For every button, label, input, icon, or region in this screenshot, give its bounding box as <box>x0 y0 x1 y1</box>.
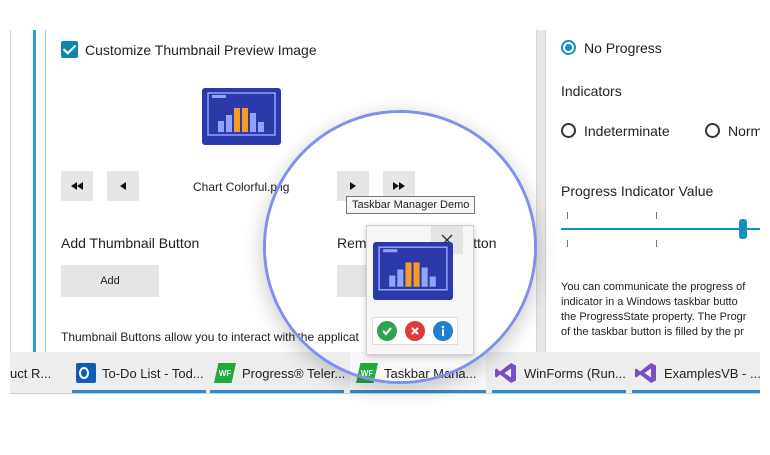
slider-track <box>561 228 760 230</box>
slider-thumb[interactable] <box>739 219 747 239</box>
thumbnail-preview-image <box>373 242 453 300</box>
taskbar-item-label: Taskbar Mana... <box>384 365 477 381</box>
rewind-icon <box>71 182 77 190</box>
cancel-button[interactable] <box>405 321 425 341</box>
description-line: You can communicate the progress of <box>561 281 746 293</box>
taskbar-item-examplesvb[interactable]: ExamplesVB - ... <box>632 352 760 393</box>
taskbar-item-underline <box>492 390 626 393</box>
left-rail <box>33 30 36 352</box>
taskbar-item-underline <box>210 390 344 393</box>
magnifier-lens: Chart Colorful.png Rem Button Thumbnail … <box>263 110 537 384</box>
description-line: the ProgressState property. The Progr <box>561 311 747 323</box>
taskbar-item-underline <box>632 390 760 393</box>
thumbnail-toolbar <box>372 317 458 345</box>
add-thumbnail-button-title: Add Thumbnail Button <box>61 235 200 251</box>
rewind-icon-part <box>77 182 83 190</box>
description-line: of the taskbar button is filled by the p… <box>561 326 744 338</box>
indeterminate-radio[interactable] <box>561 123 576 138</box>
panel-splitter[interactable] <box>536 30 546 352</box>
slider-tick <box>567 240 568 247</box>
taskbar-thumbnail-popup <box>366 225 474 355</box>
indeterminate-label: Indeterminate <box>584 123 670 139</box>
slider-tick <box>656 240 657 247</box>
check-icon <box>382 327 392 336</box>
remove-thumbnail-button-title: Rem <box>337 235 367 251</box>
customize-checkbox[interactable] <box>61 41 78 58</box>
no-progress-label: No Progress <box>584 40 662 56</box>
taskbar-item-underline <box>72 390 206 393</box>
taskbar-item-label: uct R... <box>10 365 52 381</box>
taskbar-item-label: ExamplesVB - ... <box>664 365 760 381</box>
taskbar-item-label: To-Do List - Tod... <box>102 365 204 381</box>
first-button[interactable] <box>61 171 93 201</box>
taskbar-item-label: WinForms (Run... <box>524 365 626 381</box>
info-button[interactable] <box>433 321 453 341</box>
cross-icon <box>411 327 419 335</box>
taskbar-item-product[interactable]: uct R... <box>10 352 66 393</box>
add-button[interactable]: Add <box>61 265 159 297</box>
progress-description: You can communicate the progress of indi… <box>561 280 746 340</box>
progress-value-title: Progress Indicator Value <box>561 183 714 199</box>
outlook-icon <box>76 363 96 383</box>
file-name: Chart Colorful.png <box>263 180 290 194</box>
fast-forward-icon-part <box>399 182 405 190</box>
progress-slider[interactable] <box>561 210 760 250</box>
thumbnail-buttons-description: Thumbnail Buttons allow you to interact … <box>266 330 359 344</box>
taskbar-item-progress-telerik[interactable]: WF Progress® Teler... <box>266 352 346 381</box>
taskbar-item-taskbar-manager[interactable]: WF Taskbar Mana... <box>350 352 486 381</box>
fast-forward-icon <box>393 182 399 190</box>
previous-button[interactable] <box>107 171 139 201</box>
winforms-icon: WF <box>214 363 236 383</box>
chart-image <box>378 246 448 291</box>
slider-tick <box>656 212 657 219</box>
slider-tick <box>567 212 568 219</box>
taskbar-item-todo[interactable]: To-Do List - Tod... <box>72 352 206 393</box>
next-icon <box>350 182 356 190</box>
right-panel: No Progress Indicators Indeterminate Nor… <box>547 30 760 352</box>
taskbar-item-label: Progress® Teler... <box>266 365 346 381</box>
description-line: indicator in a Windows taskbar butto <box>561 296 738 308</box>
winforms-icon: WF <box>356 363 378 381</box>
info-icon <box>441 325 445 336</box>
no-progress-radio[interactable] <box>561 40 576 55</box>
left-rail-inner <box>45 30 46 352</box>
visual-studio-icon <box>635 363 656 383</box>
normal-label: Norm <box>728 123 760 139</box>
indicators-title: Indicators <box>561 83 622 99</box>
customize-checkbox-label: Customize Thumbnail Preview Image <box>85 42 317 58</box>
taskbar-item-underline <box>350 390 486 393</box>
check-button[interactable] <box>377 321 397 341</box>
magnified-content: Chart Colorful.png Rem Button Thumbnail … <box>263 113 534 381</box>
previous-icon <box>120 182 126 190</box>
taskbar-tooltip: Taskbar Manager Demo <box>346 196 476 214</box>
normal-radio[interactable] <box>705 123 720 138</box>
